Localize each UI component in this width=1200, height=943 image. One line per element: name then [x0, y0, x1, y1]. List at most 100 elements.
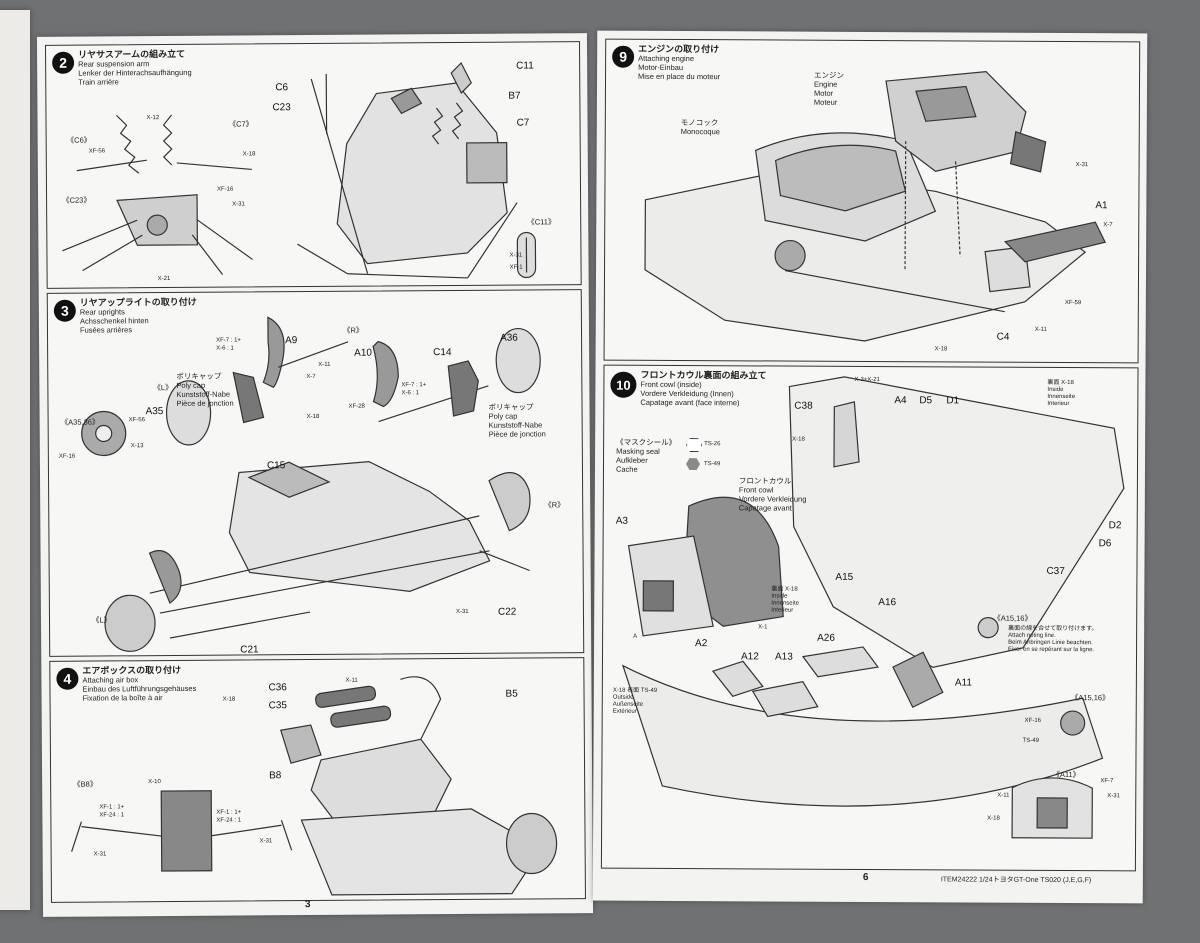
outside-note: X-18 表面 TS-49 Outside Außenseite Extérie… [612, 687, 658, 715]
part-label: A9 [285, 335, 298, 347]
part-label: A1 [1095, 200, 1108, 212]
sub-view-label: 《C6》 [66, 135, 92, 145]
paint-code: X-18 [222, 696, 236, 703]
paint-code: X-11 [318, 361, 331, 368]
part-label: D2 [1108, 520, 1122, 532]
paint-code: X-21 [157, 276, 171, 283]
sub-view-label: 《L》 [153, 382, 173, 393]
mix-note: XF-1 : 1+ XF-24 : 1 [99, 804, 125, 819]
paint-code: X-13 [130, 443, 144, 450]
paint-code: X-31 [93, 851, 107, 858]
sub-view-label: 《A35,36》 [60, 417, 100, 427]
paint-code: X-31 [232, 201, 245, 208]
sub-view-label: 《R》 [544, 500, 565, 510]
mask-color-code: TS-26 [704, 441, 721, 448]
step-9-panel: 9 エンジンの取り付け Attaching engine Motor-Einba… [603, 38, 1141, 364]
sub-view-label: 《A11》 [1052, 769, 1081, 780]
paint-code: TS-49 [1022, 737, 1039, 744]
step-4-panel: 4 エアボックスの取り付け Attaching air box Einbau d… [49, 657, 586, 903]
engine-install-illustration [644, 70, 1107, 342]
part-label: A26 [817, 632, 835, 644]
paint-code: X-31 [509, 252, 523, 259]
paint-code: XF-16 [1024, 717, 1042, 724]
paint-code: X-11 [997, 792, 1010, 799]
paint-code: XF-56 [128, 417, 145, 424]
sub-view-label: 《A15,16》 [1070, 693, 1110, 703]
paint-code: X-18 [242, 151, 256, 158]
right-page: 9 エンジンの取り付け Attaching engine Motor-Einba… [592, 30, 1148, 904]
paint-code: XF-1 [509, 264, 523, 271]
paint-code: X-31 [1075, 162, 1089, 169]
part-label: C36 [268, 682, 287, 694]
part-label: A16 [878, 597, 897, 609]
part-label: A3 [615, 515, 628, 527]
part-label: A15 [835, 571, 854, 583]
part-label: C7 [516, 117, 530, 129]
part-label: C6 [275, 82, 289, 94]
paint-code: XF-16 [216, 186, 234, 193]
paint-code: X-31 [455, 608, 469, 616]
page-number: 6 [862, 871, 869, 883]
paint-code: X-12 [146, 115, 160, 122]
step-3-panel: 3 リヤアップライトの取り付け Rear uprights Achsschenk… [46, 289, 585, 657]
sub-view-label: 《A15,16》 [993, 613, 1033, 623]
paint-code: X-31 [1107, 793, 1120, 800]
paint-code: X-11 [345, 677, 358, 684]
part-label: A35 [145, 406, 164, 418]
paint-code: X-10 [148, 779, 161, 786]
part-label: A4 [894, 395, 907, 407]
part-label: C22 [497, 606, 517, 618]
part-label: A10 [354, 347, 372, 359]
paint-code: X-1 [758, 624, 768, 631]
part-label: D1 [946, 395, 960, 407]
attach-noting-line-note: 裏面の線を合せて取り付けます。 Attach noting line. Beim… [1008, 625, 1098, 654]
part-label: C11 [516, 60, 534, 72]
paint-code: X-18 [306, 413, 320, 421]
previous-page-edge [0, 10, 30, 910]
part-label: A11 [954, 677, 972, 689]
inside-note: 裏面 X-18 Inside Innenseite Interieur [1047, 379, 1076, 408]
part-label: C37 [1046, 565, 1065, 578]
sub-view-label: 《L》 [91, 615, 112, 625]
part-label: B8 [269, 770, 282, 782]
paint-code: XF-59 [1064, 300, 1082, 307]
paint-code: XF-56 [88, 148, 106, 155]
paint-code: X-11 [1034, 326, 1047, 333]
paint-code: X-3+X-21 [854, 376, 880, 384]
sub-view-label: 《C23》 [62, 195, 91, 205]
part-label: A2 [695, 638, 708, 650]
engine-label: エンジン Engine Motor Moteur [813, 70, 845, 107]
step-10-panel: 10 フロントカウル裏面の組み立て Front cowl (inside) Vo… [600, 364, 1139, 872]
part-label: A12 [740, 651, 759, 663]
masking-seal-note: 《マスクシール》 Masking seal Aufkleber Cache [615, 437, 677, 474]
sub-view-label: 《R》 [342, 325, 364, 335]
paint-code: X-7 [306, 373, 316, 381]
mix-note: XF-7 : 1+ X-6 : 1 [401, 382, 427, 397]
part-label: B7 [508, 90, 521, 102]
paint-code: XF-28 [348, 403, 365, 410]
paint-code: X-18 [987, 815, 1000, 822]
paint-code: X-18 [792, 436, 805, 443]
part-label: C21 [240, 644, 259, 656]
sub-view-label: 《C11》 [527, 217, 556, 227]
page-number: 3 [304, 899, 311, 911]
left-page: 2 リヤサスアームの組み立て Rear suspension arm Lenke… [36, 33, 594, 917]
paint-code: XF-16 [58, 453, 76, 460]
part-label: C38 [794, 400, 813, 412]
rear-upright-illustration [81, 316, 541, 652]
marker-a: A [633, 633, 638, 640]
mix-note: XF-1 : 1+ XF-24 : 1 [216, 809, 242, 824]
poly-cap-note: ポリキャップ Poly cap Kunststoff-Nabe Pièce de… [176, 371, 234, 408]
item-footer: ITEM24222 1/24トヨタGT-One TS020 (J,E,G,F) [940, 876, 1092, 885]
front-cowl-illustration [621, 376, 1125, 839]
part-label: A13 [774, 651, 793, 663]
paint-code: X-7 [1103, 222, 1113, 229]
mask-color-code: TS-49 [703, 461, 721, 468]
part-label: C14 [433, 347, 452, 359]
part-label: D6 [1098, 538, 1112, 550]
monocoque-label: モノコック Monocoque [680, 118, 720, 137]
sub-view-label: 《C7》 [228, 119, 254, 129]
front-cowl-label: フロントカウル Front cowl Vordere Verkleidung C… [738, 476, 807, 513]
mix-note: XF-7 : 1+ X-6 : 1 [216, 337, 241, 352]
air-box-illustration [71, 676, 558, 896]
